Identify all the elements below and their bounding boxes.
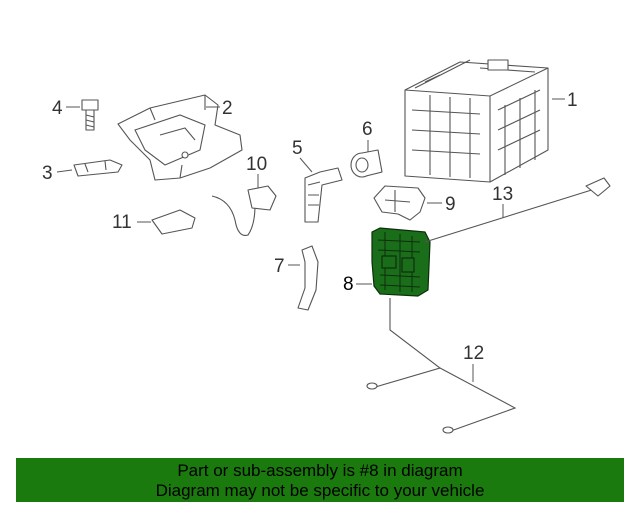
leader-5 — [299, 157, 313, 173]
callout-5: 5 — [292, 138, 303, 159]
part-13-battery-cable — [424, 177, 611, 243]
part-1-battery — [404, 59, 549, 183]
callout-1: 1 — [567, 90, 578, 111]
callout-8: 8 — [343, 274, 354, 295]
callout-6: 6 — [362, 119, 373, 140]
part-6-plug — [350, 149, 383, 178]
part-5-vent-elbow — [304, 167, 343, 223]
callout-2: 2 — [222, 98, 233, 119]
part-9-clip — [373, 185, 426, 221]
info-banner: Part or sub-assembly is #8 in diagram Di… — [16, 458, 624, 502]
part-3-bracket — [73, 159, 123, 177]
callout-10: 10 — [246, 154, 267, 175]
callout-3: 3 — [42, 163, 53, 184]
leader-3 — [56, 169, 73, 173]
callout-9: 9 — [445, 194, 456, 215]
banner-line-1: Part or sub-assembly is #8 in diagram — [177, 461, 463, 480]
part-10-sensor-cable — [211, 185, 277, 236]
callout-12: 12 — [463, 343, 484, 364]
part-4-bolt — [81, 99, 99, 131]
callout-4: 4 — [52, 98, 63, 119]
part-7-hose — [297, 245, 319, 311]
callout-11: 11 — [112, 212, 132, 233]
part-2-battery-tray — [117, 94, 243, 181]
callout-13: 13 — [492, 184, 513, 205]
part-11-cover — [151, 209, 196, 235]
banner-line-2: Diagram may not be specific to your vehi… — [155, 481, 485, 500]
part-12-wiring-harness — [366, 298, 517, 434]
part-8-highlighted-module — [371, 227, 431, 297]
callout-7: 7 — [274, 256, 285, 277]
